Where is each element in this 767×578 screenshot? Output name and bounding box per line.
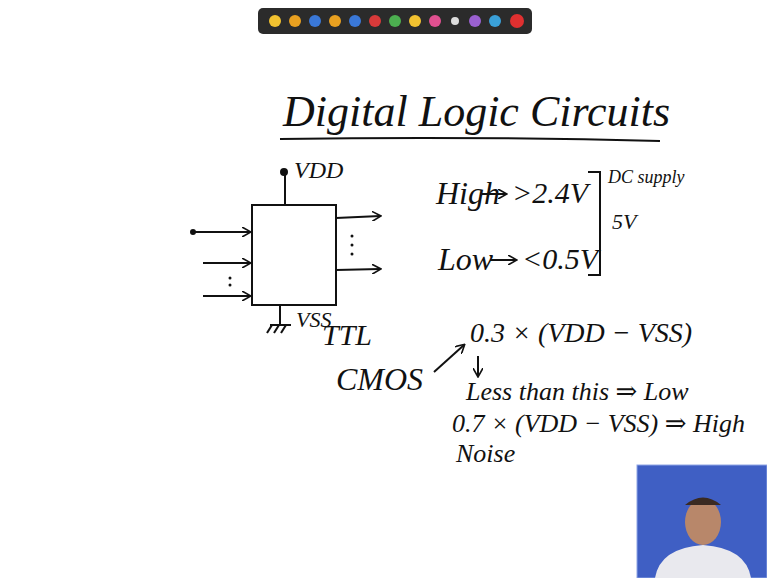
- supply-pin: VDD: [294, 157, 343, 183]
- note: Noise: [456, 440, 515, 469]
- ellipsis-dots: [229, 235, 354, 287]
- presenter-video: [637, 465, 767, 578]
- title-underline: [280, 138, 660, 141]
- threshold-note: Less than this ⇒ Low: [466, 378, 689, 407]
- logic-block: [191, 169, 380, 333]
- slide-title: Digital Logic Circuits: [283, 88, 670, 136]
- supply-note: 5V: [612, 210, 636, 234]
- level-value: <0.5V: [522, 242, 598, 275]
- logic-family: CMOS: [336, 362, 423, 397]
- threshold-formula: 0.7 × (VDD − VSS) ⇒ High: [452, 410, 745, 439]
- threshold-formula: 0.3 × (VDD − VSS): [470, 318, 692, 349]
- level-name: High: [436, 176, 500, 211]
- supply-note: DC supply: [608, 168, 685, 188]
- toolbar: [258, 8, 532, 34]
- level-value: >2.4V: [512, 176, 588, 209]
- logic-family: TTL: [322, 318, 372, 351]
- level-name: Low: [438, 242, 493, 277]
